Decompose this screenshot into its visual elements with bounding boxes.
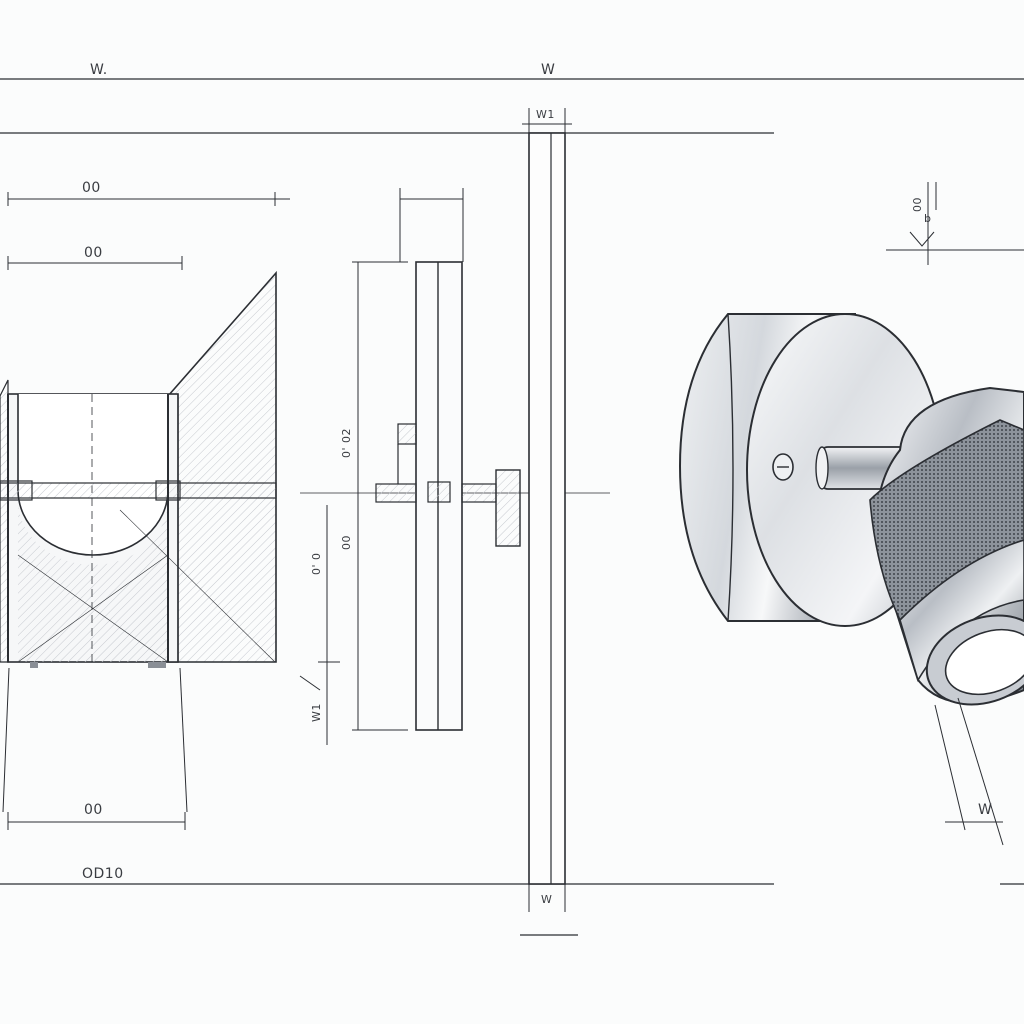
bracket-rod (0, 482, 277, 499)
bracket-wing-left (0, 379, 9, 663)
label-corner-top-right-b: b (924, 212, 932, 225)
top-right-dimension (886, 182, 1024, 265)
plate-stud-right (461, 483, 497, 503)
plate-nut (495, 469, 521, 547)
label-top-left-w: W. (90, 62, 108, 78)
label-vert-bottom: W1 (310, 703, 323, 722)
bracket-section-view (0, 270, 277, 668)
bracket-wing-right (167, 270, 277, 663)
label-vert-upper: 0' 02 (340, 427, 353, 458)
label-lamp-dim: W (978, 802, 993, 818)
bracket-cutout (17, 394, 169, 556)
dimension-lines (2, 188, 464, 830)
wall-lamp-render (678, 313, 1024, 846)
label-vert-lower: 0' 0 (310, 552, 323, 575)
label-dim-upper-2: 00 (84, 245, 103, 261)
label-dim-bottom: 00 (84, 802, 103, 818)
label-corner-top-right: 00 (911, 197, 924, 212)
plate-stud-top (397, 423, 417, 445)
label-rail-bottom: W (541, 893, 553, 906)
plate-stud-left (375, 483, 417, 503)
label-dim-upper-1: 00 (82, 180, 101, 196)
label-vert-mid: 00 (340, 535, 353, 550)
plate-stud-center (427, 481, 451, 503)
extension-line-left (2, 667, 10, 813)
vertical-rail (520, 108, 578, 936)
plate-side-view (375, 261, 521, 731)
label-rail-top: W1 (536, 108, 555, 121)
extension-line-right (179, 667, 188, 813)
label-footer: OD10 (82, 866, 124, 882)
lamp-lens-inner (944, 628, 1024, 696)
label-top-center-w: W (541, 62, 556, 78)
